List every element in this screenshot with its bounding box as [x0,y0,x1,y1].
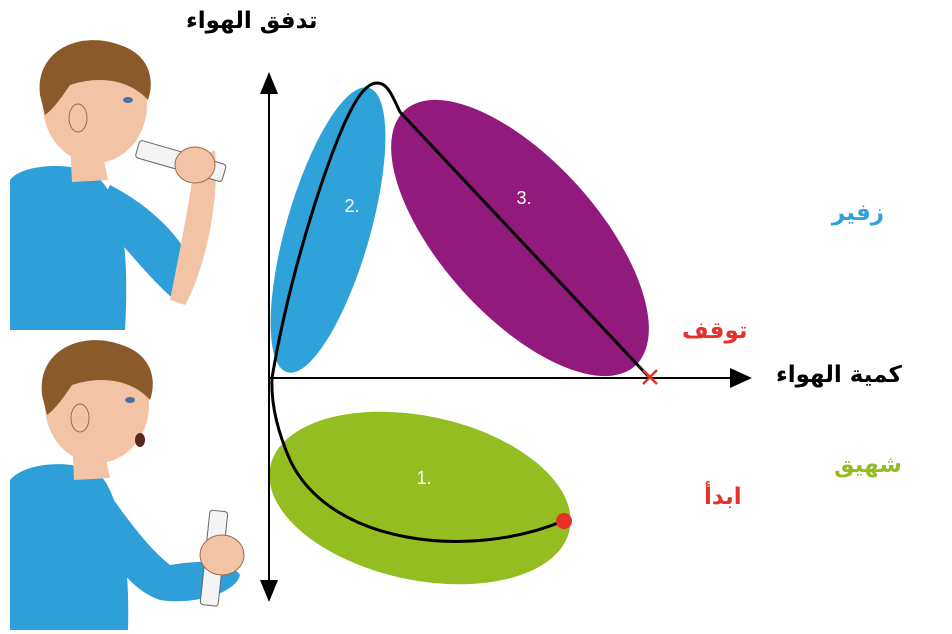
person-blowing-icon [10,40,227,330]
y-axis-title: تدفق الهواء [186,8,318,34]
phase-2-number: 2. [344,196,359,216]
phase-2-ellipse [270,87,386,373]
stop-label: توقف [682,318,748,344]
start-dot-icon [556,513,572,529]
flow-volume-curve [270,81,650,543]
phase-1-number: 1. [416,468,431,488]
x-axis-title: كمية الهواء [776,362,902,388]
person-inhaling-icon [10,340,245,630]
y-axis-arrow-up [260,72,278,94]
start-label: ابدأ [704,484,742,510]
phase-1-ellipse [269,411,571,585]
y-axis-arrow-down [260,580,278,602]
phase-3-number: 3. [516,188,531,208]
exhale-label: زفير [832,200,884,226]
x-axis-arrow [730,368,752,388]
inhale-label: شهيق [834,452,902,478]
stop-cross-icon [642,369,658,385]
